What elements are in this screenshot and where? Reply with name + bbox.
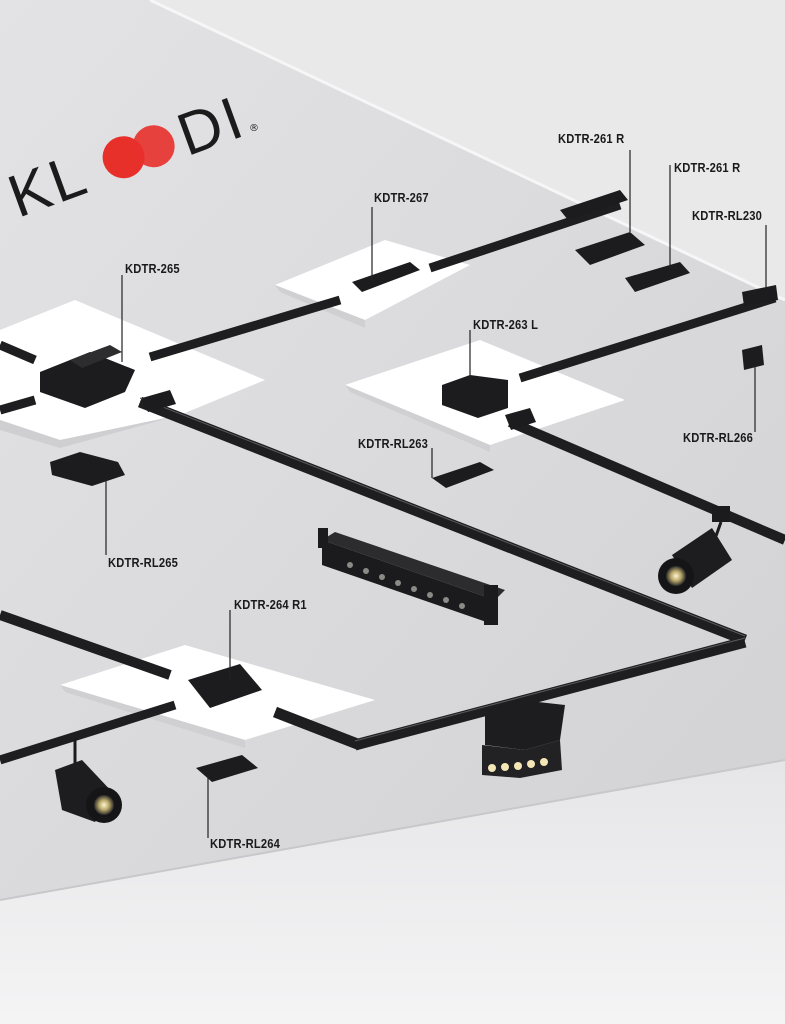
track-left-lower [0,700,177,765]
label-kdtr-267: KDTR-267 [374,190,429,205]
x-connector-265 [40,352,135,408]
track-263-right [518,293,777,383]
label-kdtr-265: KDTR-265 [125,261,180,276]
label-kdtr-rl264: KDTR-RL264 [210,836,281,851]
track-left-stub-b [0,395,37,415]
connector-267 [352,262,420,292]
label-kdtr-rl230: KDTR-RL230 [692,208,763,223]
x-connector-265-top [70,345,122,368]
connector-rl263 [432,462,494,488]
panel-265-shade [0,415,180,448]
connector-261r-block [575,232,645,265]
track-264-right [273,706,362,751]
track-upper-right [428,200,622,273]
label-kdtr-261r-a: KDTR-261 R [558,131,625,146]
spotlight-right [658,506,732,594]
ceiling-far-edge [149,0,785,302]
track-left-stub-a [0,340,37,365]
track-265-to-267 [148,295,342,362]
track-front-return [353,636,747,751]
registered-mark: ® [249,123,259,134]
linear-led-fixture [318,528,505,625]
feed-263-right [505,408,536,430]
panel-263l-shade [345,385,490,452]
spotlight-left [55,738,122,823]
label-kdtr-rl263: KDTR-RL263 [358,436,429,451]
label-kdtr-263l: KDTR-263 L [473,317,539,332]
track-long-diagonal [137,396,748,646]
label-kdtr-rl266: KDTR-RL266 [683,430,754,445]
connector-rl230-cap [625,262,690,292]
connector-261r-end [560,190,628,220]
feed-265-left [142,390,176,412]
connector-263l [442,375,508,418]
ceiling-edge [0,759,785,901]
logo-dot-right [132,125,175,168]
wall-surface [0,760,785,1024]
connector-rl266 [742,345,764,370]
connector-264r1 [188,664,262,708]
label-kdtr-261r-b: KDTR-261 R [674,160,741,175]
connector-rl264 [196,755,258,782]
label-kdtr-264r1: KDTR-264 R1 [234,597,307,612]
label-kdtr-rl265: KDTR-RL265 [108,555,179,570]
track-263-down [508,417,785,545]
connector-rl265 [50,452,125,486]
end-cap-rl230 [742,285,778,306]
cube-led-fixture [482,700,565,778]
track-left-upper [0,610,172,680]
